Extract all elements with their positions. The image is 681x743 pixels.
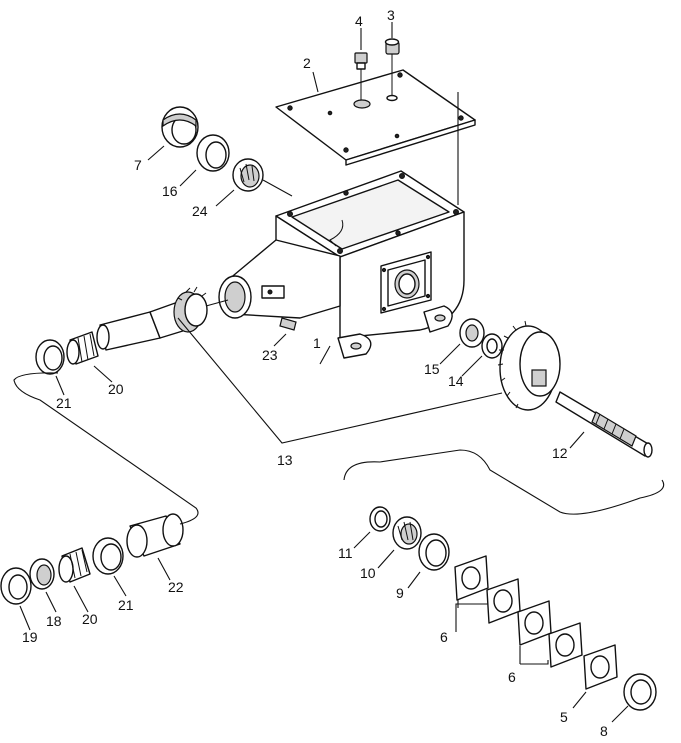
callout-6-lower: 6 <box>508 669 516 685</box>
callout-9: 9 <box>396 585 404 601</box>
group-lines <box>13 92 665 665</box>
callout-6-upper: 6 <box>440 629 448 645</box>
callout-2: 2 <box>303 55 311 71</box>
callout-11: 11 <box>338 545 353 561</box>
callout-22: 22 <box>168 579 184 595</box>
callout-10: 10 <box>360 565 376 581</box>
output-shaft <box>555 391 653 458</box>
key <box>279 317 297 331</box>
ring-gear <box>497 320 561 411</box>
cup-16 <box>196 134 230 172</box>
cone-20-upper <box>66 331 99 365</box>
cup-9 <box>418 533 450 571</box>
callout-20-upper: 20 <box>108 381 124 397</box>
leader-lines <box>19 22 629 723</box>
gasket-6-3 <box>517 600 552 646</box>
callout-23: 23 <box>262 347 278 363</box>
cone-24 <box>232 158 293 197</box>
gasket-6-4 <box>548 622 583 668</box>
seal-11 <box>369 506 391 532</box>
callout-16: 16 <box>162 183 178 199</box>
spacer-18 <box>29 558 55 590</box>
cover-5 <box>583 644 618 690</box>
gasket-6-2 <box>486 578 521 624</box>
callout-labels: 1 2 3 4 5 6 6 7 8 9 10 11 12 13 14 15 16… <box>22 7 608 739</box>
callout-19: 19 <box>22 629 38 645</box>
cup-21-lower <box>92 537 124 575</box>
sleeve-22 <box>126 513 184 558</box>
callout-14: 14 <box>448 373 464 389</box>
nut-15 <box>459 318 485 348</box>
callout-20-lower: 20 <box>82 611 98 627</box>
callout-13: 13 <box>277 452 293 468</box>
cone-20-lower <box>58 547 91 583</box>
callout-1: 1 <box>313 335 321 351</box>
callout-4: 4 <box>355 13 363 29</box>
callout-8: 8 <box>600 723 608 739</box>
callout-21-upper: 21 <box>56 395 72 411</box>
seal-19 <box>0 567 32 605</box>
callout-18: 18 <box>46 613 62 629</box>
callout-24: 24 <box>192 203 208 219</box>
gasket-6-1 <box>454 555 489 601</box>
cup-7 <box>161 106 199 148</box>
callout-5: 5 <box>560 709 568 725</box>
callout-7: 7 <box>134 157 142 173</box>
callout-12: 12 <box>552 445 568 461</box>
washer-14 <box>481 333 503 359</box>
breather <box>354 52 368 100</box>
cup-21-upper <box>35 339 65 375</box>
callout-3: 3 <box>387 7 395 23</box>
seal-8 <box>623 673 657 711</box>
cover-plate <box>275 69 476 166</box>
cone-10 <box>392 516 422 550</box>
gearbox-housing <box>218 170 465 359</box>
callout-21-lower: 21 <box>118 597 134 613</box>
input-shaft <box>96 286 229 351</box>
plug <box>384 38 400 96</box>
callout-15: 15 <box>424 361 440 377</box>
